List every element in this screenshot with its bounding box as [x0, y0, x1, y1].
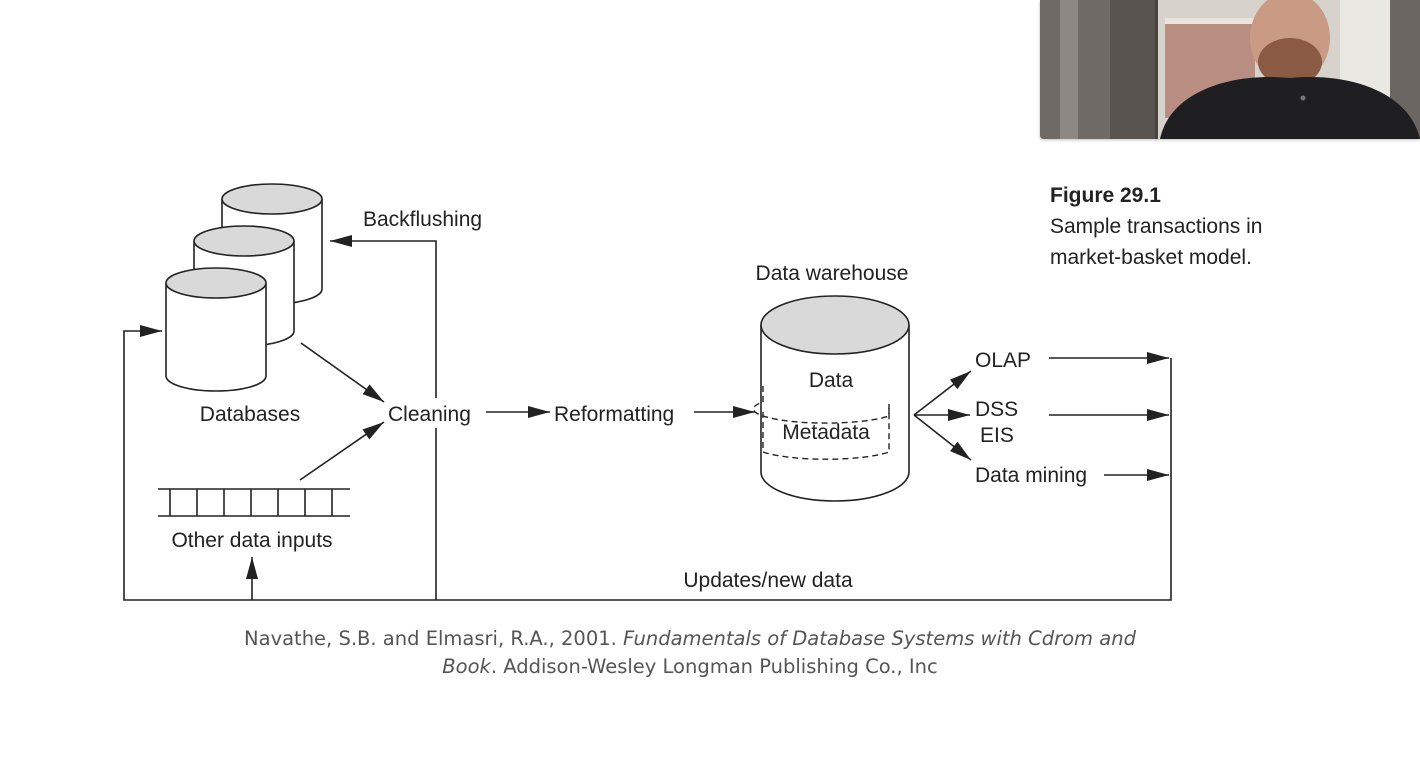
citation-book-title: Fundamentals of Database Systems with Cd… [623, 627, 1136, 650]
reformatting-label: Reformatting [554, 403, 674, 426]
citation-authors: Navathe, S.B. and Elmasri, R.A., 2001. [244, 627, 624, 650]
olap-label: OLAP [975, 349, 1031, 372]
citation-book-title-end: Book [442, 655, 491, 678]
feedback-loop-line [123, 325, 1172, 601]
figure-caption-title: Figure 29.1 [1050, 184, 1161, 207]
eis-label: EIS [980, 424, 1014, 447]
databases-to-cleaning-arrow [300, 342, 385, 403]
person-icon [1040, 0, 1420, 139]
databases-icon [165, 183, 323, 392]
citation: Navathe, S.B. and Elmasri, R.A., 2001. F… [150, 625, 1230, 681]
inputs-to-cleaning-arrow [299, 421, 385, 481]
warehouse-cylinder-icon [752, 295, 910, 502]
warehouse-title: Data warehouse [756, 262, 909, 285]
databases-label: Databases [200, 403, 300, 426]
figure-caption-text: Sample transactions in market-basket mod… [1050, 215, 1263, 269]
other-inputs-queue-icon [158, 488, 350, 517]
backflushing-line [330, 235, 437, 600]
warehouse-data-label: Data [809, 369, 854, 392]
figure-caption: Figure 29.1 Sample transactions in marke… [1050, 180, 1330, 273]
database-cylinder-front [165, 267, 267, 392]
updates-label: Updates/new data [683, 569, 853, 592]
warehouse-to-mining-arrow [913, 414, 972, 461]
backflushing-label: Backflushing [363, 208, 482, 231]
other-inputs-label: Other data inputs [171, 529, 332, 552]
data-mining-label: Data mining [975, 464, 1087, 487]
warehouse-to-olap-arrow [913, 370, 972, 416]
presenter-video[interactable] [1040, 0, 1420, 139]
dss-label: DSS [975, 398, 1018, 421]
cleaning-label: Cleaning [388, 403, 471, 426]
citation-publisher: . Addison-Wesley Longman Publishing Co.,… [490, 655, 938, 678]
warehouse-metadata-label: Metadata [782, 421, 870, 444]
